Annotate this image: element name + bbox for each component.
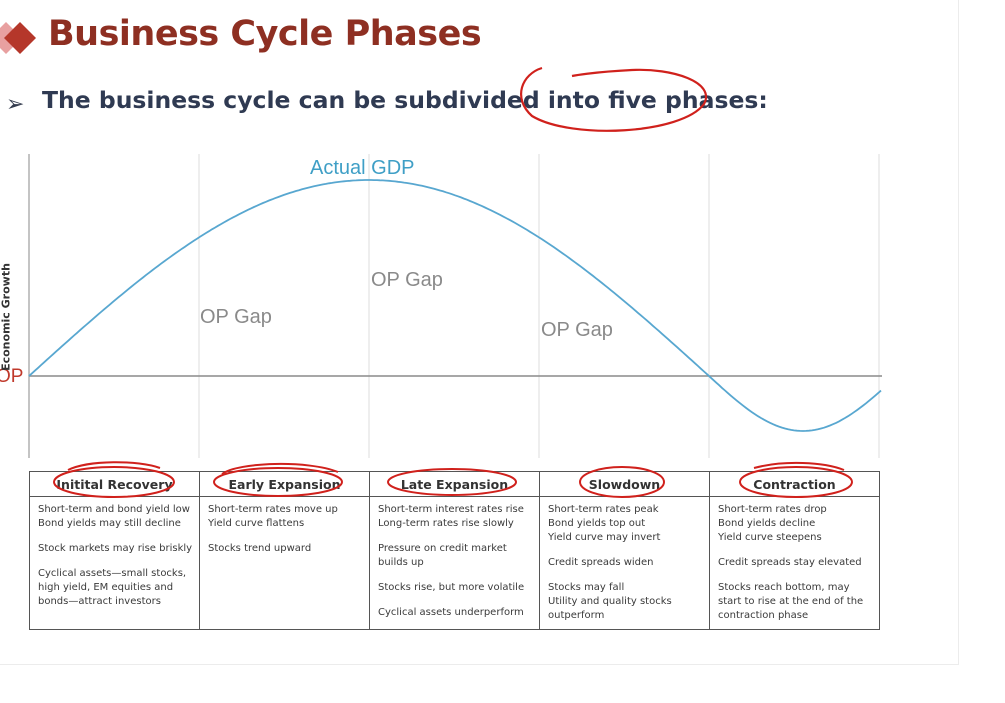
phase-item: Stocks rise, but more volatile [378, 582, 525, 593]
phase-item: Stocks reach bottom, may start to rise a… [718, 582, 864, 621]
op-gap-label: OP Gap [371, 269, 443, 291]
op-line-label: OP [0, 366, 24, 387]
phase-heading: Initital Recovery [30, 472, 199, 497]
phase-heading: Late Expansion [370, 472, 539, 497]
y-axis-label: Economic Growth [0, 263, 13, 371]
phase-item: Short-term rates move up Yield curve fla… [208, 504, 338, 529]
phase-item: Short-term interest rates rise Long-term… [378, 504, 524, 529]
op-gap-label: OP Gap [541, 319, 613, 341]
phase-item: Short-term and bond yield low Bond yield… [38, 504, 190, 529]
phase-heading: Contraction [710, 472, 879, 497]
phase-item: Cyclical assets underperform [378, 607, 524, 618]
phase-item: Stock markets may rise briskly [38, 543, 193, 554]
phase-items: Short-term interest rates rise Long-term… [370, 497, 539, 620]
slide-subtitle: The business cycle can be subdivided int… [42, 86, 768, 114]
phase-column-early-expansion: Early Expansion Short-term rates move up… [200, 472, 370, 629]
phase-items: Short-term rates drop Bond yields declin… [710, 497, 879, 623]
phase-item: Pressure on credit market builds up [378, 543, 507, 568]
actual-gdp-label: Actual GDP [310, 157, 415, 179]
phase-column-late-expansion: Late Expansion Short-term interest rates… [370, 472, 540, 629]
annotation-ellipse-subtitle [520, 66, 708, 132]
phase-item: Stocks may fall Utility and quality stoc… [548, 582, 672, 621]
phase-item: Credit spreads stay elevated [718, 557, 862, 568]
op-gap-label: OP Gap [200, 306, 272, 328]
phase-items: Short-term rates move up Yield curve fla… [200, 497, 369, 556]
phase-column-slowdown: Slowdown Short-term rates peak Bond yiel… [540, 472, 710, 629]
phase-items: Short-term rates peak Bond yields top ou… [540, 497, 709, 623]
phase-column-initial-recovery: Initital Recovery Short-term and bond yi… [30, 472, 200, 629]
bullet-arrow-icon: ➢ [6, 92, 25, 117]
slide-title: Business Cycle Phases [48, 14, 482, 54]
actual-gdp-curve [28, 179, 882, 432]
phase-column-contraction: Contraction Short-term rates drop Bond y… [710, 472, 879, 629]
phase-table: Initital Recovery Short-term and bond yi… [29, 471, 880, 630]
phase-item: Cyclical assets—small stocks, high yield… [38, 568, 187, 607]
business-cycle-chart [28, 154, 882, 458]
phase-heading: Slowdown [540, 472, 709, 497]
phase-item: Short-term rates peak Bond yields top ou… [548, 504, 661, 543]
diamond-logo-icon [0, 22, 36, 54]
phase-item: Credit spreads widen [548, 557, 654, 568]
phase-item: Stocks trend upward [208, 543, 312, 554]
slide: Business Cycle Phases ➢ The business cyc… [0, 0, 959, 665]
phase-heading: Early Expansion [200, 472, 369, 497]
phase-item: Short-term rates drop Bond yields declin… [718, 504, 827, 543]
phase-items: Short-term and bond yield low Bond yield… [30, 497, 199, 609]
